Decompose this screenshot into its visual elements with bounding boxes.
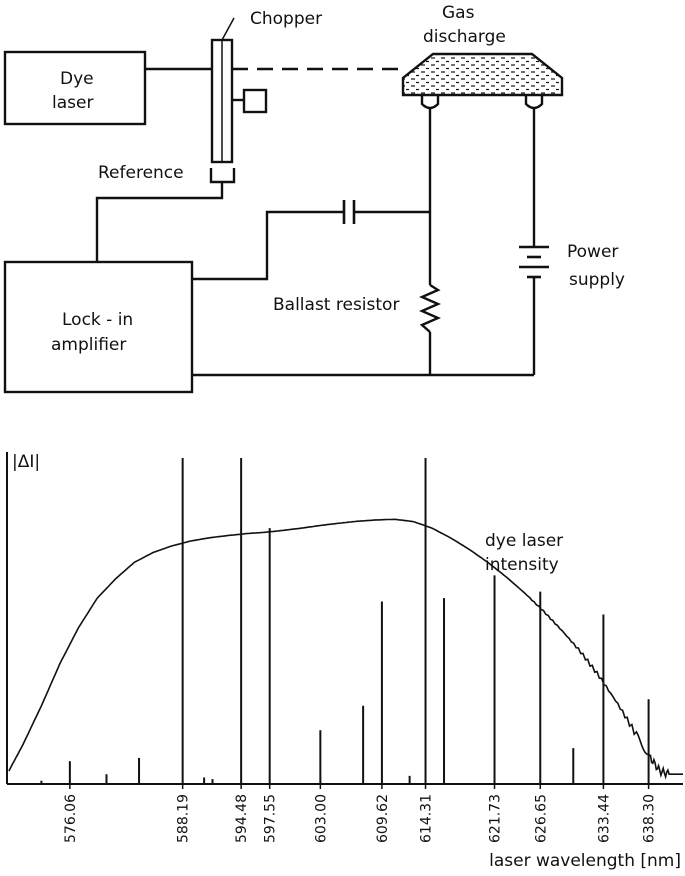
reference-sensor (209, 168, 236, 184)
curve-label-1: dye laser (485, 531, 563, 551)
curve-label-2: intensity (485, 555, 559, 575)
x-tick-label: 614.31 (419, 794, 435, 843)
wire-reference (95, 182, 224, 262)
ballast-label: Ballast resistor (273, 295, 399, 315)
dye-laser-box (3, 50, 147, 126)
ballast-resistor (419, 283, 441, 333)
reference-label: Reference (98, 163, 184, 183)
power-label-1: Power (567, 242, 618, 262)
x-tick-label: 621.73 (488, 794, 504, 843)
x-tick-label: 638.30 (642, 794, 658, 843)
spectral-lines (40, 458, 650, 784)
lockin-amplifier-box (3, 260, 194, 394)
chopper-label: Chopper (250, 9, 322, 29)
chopper-motor-box (242, 88, 268, 114)
lockin-label-1: Lock - in (62, 310, 133, 330)
lockin-label-2: amplifier (51, 335, 126, 355)
x-tick-label: 609.62 (375, 794, 391, 843)
x-tick-label: 597.55 (263, 794, 279, 843)
electrode-right (524, 95, 544, 110)
x-axis-label: laser wavelength [nm] (489, 851, 681, 871)
tick-labels: 576.06 588.19 594.48 597.55 603.00 609.62 614.… (63, 784, 658, 843)
power-label-2: supply (569, 270, 625, 290)
chopper-leader (221, 17, 235, 41)
x-tick-label: 626.65 (533, 794, 549, 843)
y-axis-label: |ΔI| (12, 452, 40, 472)
x-tick-label: 588.19 (176, 794, 192, 843)
x-tick-label: 576.06 (63, 794, 79, 843)
gas-label-1: Gas (442, 3, 475, 23)
spectrum-chart: |ΔI| dye laser intensity laser wavelengt… (6, 452, 683, 871)
gas-discharge-tube (401, 52, 564, 97)
setup-diagram: Dye laser Chopper Reference Gas discharg… (3, 3, 625, 394)
wire-capacitor-in (192, 210, 343, 281)
dye-laser-label-2: laser (52, 93, 93, 113)
gas-label-2: discharge (423, 27, 506, 47)
dye-laser-label-1: Dye (60, 69, 94, 89)
electrode-left (420, 95, 440, 110)
x-tick-label: 594.48 (234, 794, 250, 843)
x-tick-label: 633.44 (596, 794, 612, 843)
dye-laser-intensity-curve (8, 518, 683, 780)
x-tick-label: 603.00 (313, 794, 329, 843)
